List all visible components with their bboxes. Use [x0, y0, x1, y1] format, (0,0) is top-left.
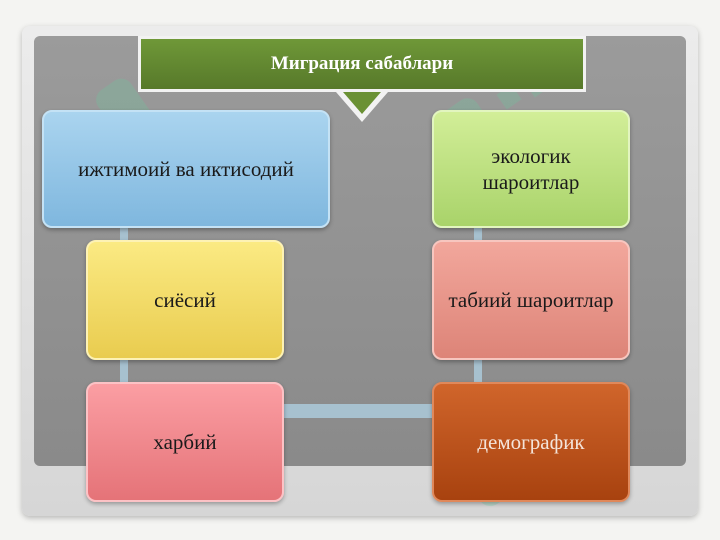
down-arrow-icon-fill — [343, 92, 381, 114]
cause-socio-economic: ижтимоий ва иктисодий — [42, 110, 330, 228]
connector-line — [120, 226, 128, 246]
connector-line — [120, 358, 128, 386]
connector-line — [282, 404, 434, 418]
cause-ecological: экологик шароитлар — [432, 110, 630, 228]
cause-demographic: демографик — [432, 382, 630, 502]
cause-military: харбий — [86, 382, 284, 502]
cause-political: сиёсий — [86, 240, 284, 360]
cause-natural: табиий шароитлар — [432, 240, 630, 360]
connector-line — [474, 358, 482, 386]
connector-line — [474, 226, 482, 246]
diagram-title: Миграция сабаблари — [138, 36, 586, 92]
